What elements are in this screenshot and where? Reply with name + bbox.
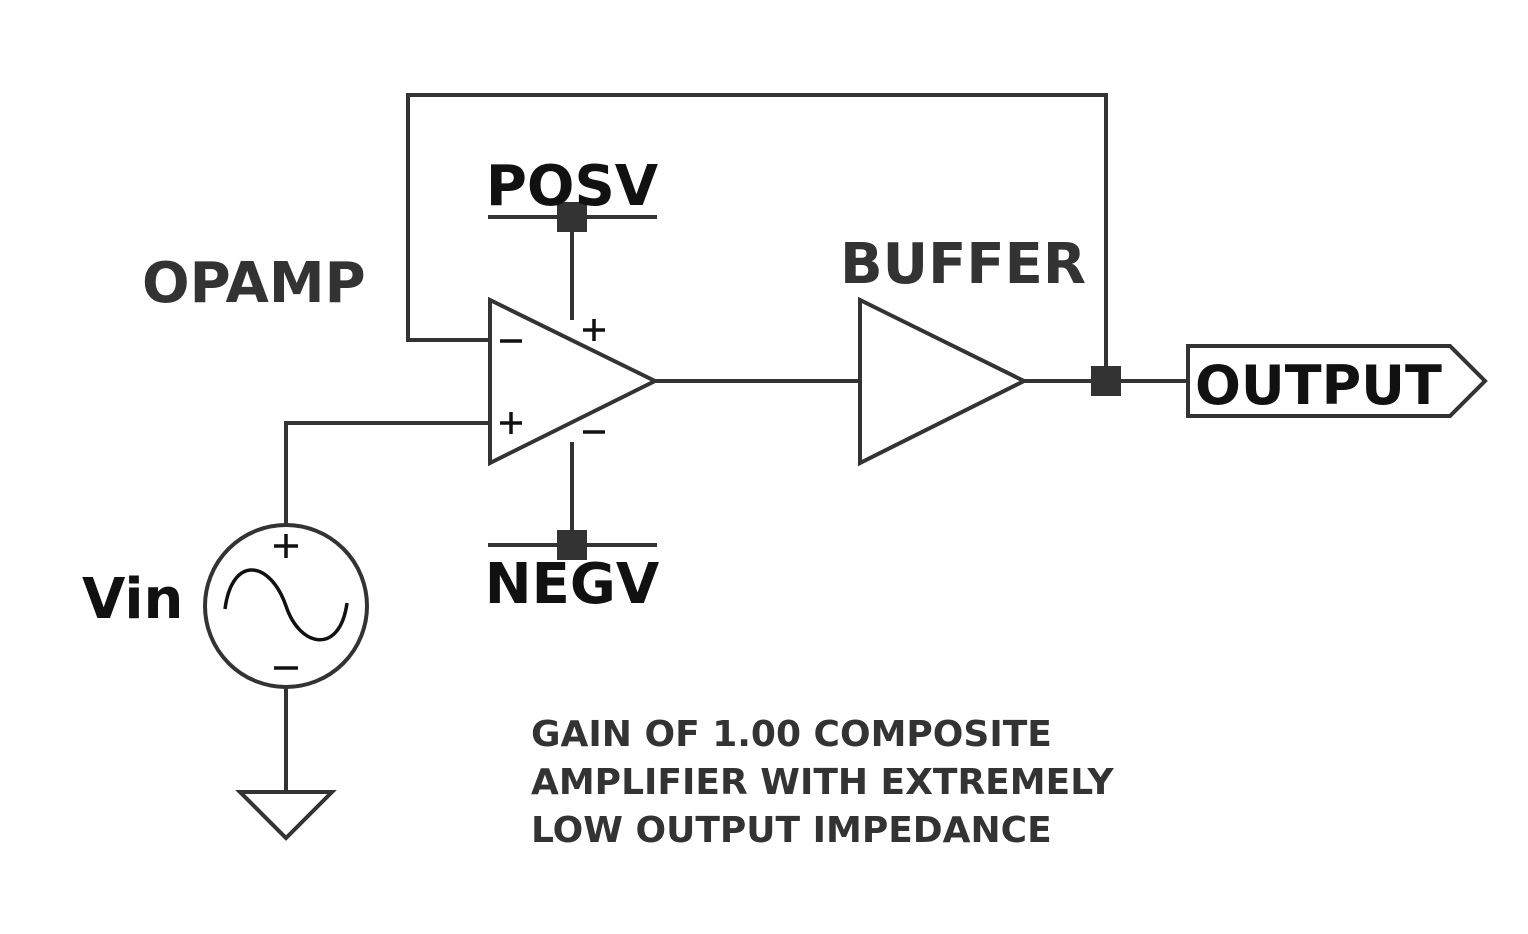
ground-symbol [235,790,337,841]
note-line-1: GAIN OF 1.00 COMPOSITE [531,714,1052,755]
output-label: OUTPUT [1195,354,1442,417]
vin-label: Vin [82,567,183,632]
negv-label: NEGV [485,552,660,617]
description-note: GAIN OF 1.00 COMPOSITE AMPLIFIER WITH EX… [531,714,1115,851]
feedback-wire [406,93,1108,382]
note-line-3: LOW OUTPUT IMPEDANCE [531,810,1052,851]
sine-wave-icon [223,568,349,642]
buffer-label: BUFFER [840,232,1086,297]
opamp-symbol [488,296,660,467]
posv-label: POSV [486,154,659,219]
opamp-label: OPAMP [142,251,366,316]
vin-source-symbol [203,523,369,689]
output-junction [1091,366,1121,396]
note-line-2: AMPLIFIER WITH EXTREMELY [531,762,1115,803]
buffer-symbol [858,296,1029,467]
vin-to-opamp-wire [284,421,492,526]
output-port [1186,344,1488,418]
wires [284,93,1190,794]
negv-junction [557,530,587,560]
posv-junction [557,202,587,232]
